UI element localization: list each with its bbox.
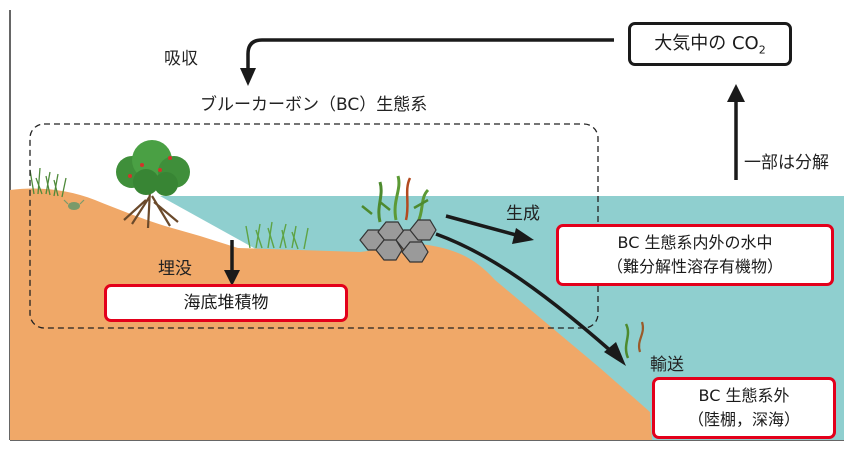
arrows	[224, 38, 745, 366]
diagram-title: ブルーカーボン（BC）生態系	[200, 95, 428, 115]
seabed-sediment-box: 海底堆積物	[104, 284, 348, 322]
co2-subscript: 2	[758, 43, 766, 57]
outside-bc-line1: BC 生態系外	[698, 386, 790, 405]
rock-blocks-icon	[359, 219, 437, 263]
burial-label: 埋没	[158, 259, 192, 279]
absorption-arrow	[246, 38, 614, 72]
seabed-sediment-label: 海底堆積物	[183, 293, 269, 313]
outside-bc-line2: （陸棚，深海）	[687, 410, 800, 429]
production-arrowhead	[512, 228, 534, 244]
absorption-label: 吸収	[164, 49, 198, 69]
production-arrow	[445, 214, 521, 238]
transport-arrowhead	[604, 342, 626, 366]
outside-bc-box: BC 生態系外 （陸棚，深海）	[652, 377, 836, 439]
seaweed-icon	[361, 175, 430, 223]
absorption-arrowhead	[240, 68, 256, 86]
atmospheric-co2-box: 大気中の CO2	[628, 22, 792, 66]
water-column-box: BC 生態系内外の水中 （難分解性溶存有機物）	[556, 224, 834, 286]
mangrove-tree-icon	[116, 140, 190, 229]
production-label: 生成	[506, 204, 540, 224]
co2-prefix: 大気中の CO	[654, 33, 759, 54]
drifting-seaweed-icon	[624, 321, 644, 359]
crab-icon	[63, 199, 85, 210]
salt-marsh-grass	[29, 167, 67, 198]
seagrass-bed	[245, 221, 309, 250]
partial-decomposition-label: 一部は分解	[744, 153, 829, 173]
transport-arrow	[435, 232, 614, 354]
transport-label: 輸送	[650, 355, 684, 375]
burial-arrowhead	[224, 270, 240, 286]
water-column-line1: BC 生態系内外の水中	[617, 233, 773, 252]
bc-ecosystem-boundary	[29, 123, 599, 329]
decomposition-arrowhead	[727, 84, 745, 102]
water-column-line2: （難分解性溶存有機物）	[606, 257, 783, 276]
